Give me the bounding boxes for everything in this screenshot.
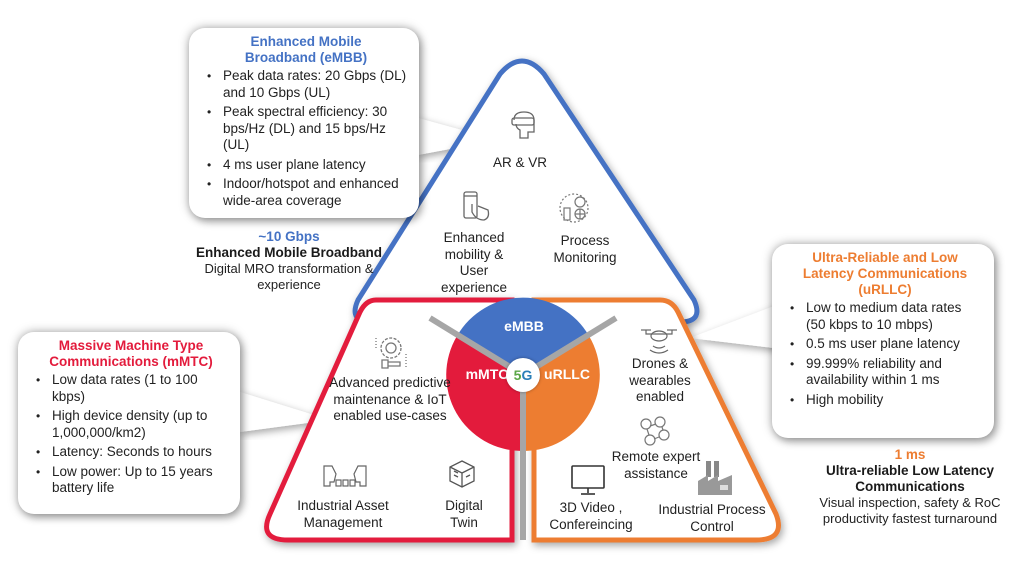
embb-bullet: Indoor/hotspot and enhanced wide-area co… [203,176,409,209]
urllc-bullet: High mobility [786,392,984,409]
mmtc-bullet: High device density (up to 1,000,000/km2… [32,408,230,441]
embb-summary-desc: Digital MRO transformation & experience [204,261,374,292]
mmtc-bullet-list: Low data rates (1 to 100 kbps) High devi… [32,372,230,497]
network-people-icon [640,416,670,446]
urllc-summary-desc: Visual inspection, safety & RoC producti… [819,495,1001,526]
5g-badge-five: 5 [513,367,522,383]
urllc-summary-name: Ultra-reliable Low Latency Communication… [825,463,995,494]
embb-summary-name: Enhanced Mobile Broadband [195,245,382,260]
urllc-bullet: 99.999% reliability and availability wit… [786,356,984,389]
embb-bullet-list: Peak data rates: 20 Gbps (DL) and 10 Gbp… [203,68,409,209]
urllc-segment-label: uRLLC [544,366,590,382]
use-case-drones-wearables: Drones & wearables enabled [629,356,691,404]
urllc-bullet: Low to medium data rates (50 kbps to 10 … [786,300,984,333]
smartphone-touch-icon [463,191,490,221]
mmtc-bullet: Latency: Seconds to hours [32,444,230,461]
embb-triangle [352,58,700,325]
mmtc-callout-pointer [240,392,330,432]
digital-twin-cube-icon [449,460,475,488]
mmtc-bullet: Low power: Up to 15 years battery life [32,464,230,497]
embb-bullet: Peak spectral efficiency: 30 bps/Hz (DL)… [203,104,409,154]
mmtc-callout: Massive Machine Type Communications (mMT… [18,332,240,514]
use-case-enhanced-mobility: Enhanced mobility & User experience [440,230,508,295]
divider-right [521,315,618,378]
use-case-3d-video: 3D Video , Confereincing [549,500,633,532]
urllc-callout-pointer [690,300,790,350]
use-case-industrial-asset-management: Industrial Asset Management [297,498,389,530]
drone-icon [641,329,677,354]
embb-bullet: 4 ms user plane latency [203,157,409,174]
urllc-summary: 1 ms Ultra-reliable Low Latency Communic… [810,447,1010,527]
embb-callout-title: Enhanced Mobile Broadband (eMBB) [244,34,368,65]
gear-wrench-icon [375,337,407,369]
mmtc-segment-label: mMTC [465,366,509,382]
center-circle [428,297,618,540]
factory-icon [698,461,732,495]
urllc-callout: Ultra-Reliable and Low Latency Communica… [772,244,994,438]
urllc-metric: 1 ms [894,447,926,462]
mmtc-bullet: Low data rates (1 to 100 kbps) [32,372,230,405]
5g-badge-g: G [521,367,533,383]
use-case-process-monitoring: Process Monitoring [553,233,617,265]
use-case-predictive-maintenance: Advanced predictive maintenance & IoT en… [329,375,451,423]
mmtc-callout-title: Massive Machine Type Communications (mMT… [49,338,213,369]
process-monitoring-icon [559,193,589,223]
embb-callout: Enhanced Mobile Broadband (eMBB) Peak da… [189,28,419,218]
vr-headset-icon [511,111,535,139]
robot-arms-icon [323,465,367,487]
urllc-callout-title: Ultra-Reliable and Low Latency Communica… [802,250,968,297]
embb-summary: ~10 Gbps Enhanced Mobile Broadband Digit… [186,229,392,293]
use-case-industrial-process-control: Industrial Process Control [658,502,766,534]
embb-metric: ~10 Gbps [258,229,320,244]
embb-segment-label: eMBB [504,318,544,334]
use-case-digital-twin: Digital Twin [445,498,483,530]
use-case-ar-vr: AR & VR [492,155,547,170]
urllc-bullet: 0.5 ms user plane latency [786,336,984,353]
use-case-remote-expert: Remote expert assistance [611,449,701,481]
embb-bullet: Peak data rates: 20 Gbps (DL) and 10 Gbp… [203,68,409,101]
monitor-icon [571,465,605,495]
urllc-bullet-list: Low to medium data rates (50 kbps to 10 … [786,300,984,408]
embb-segment [457,297,589,375]
